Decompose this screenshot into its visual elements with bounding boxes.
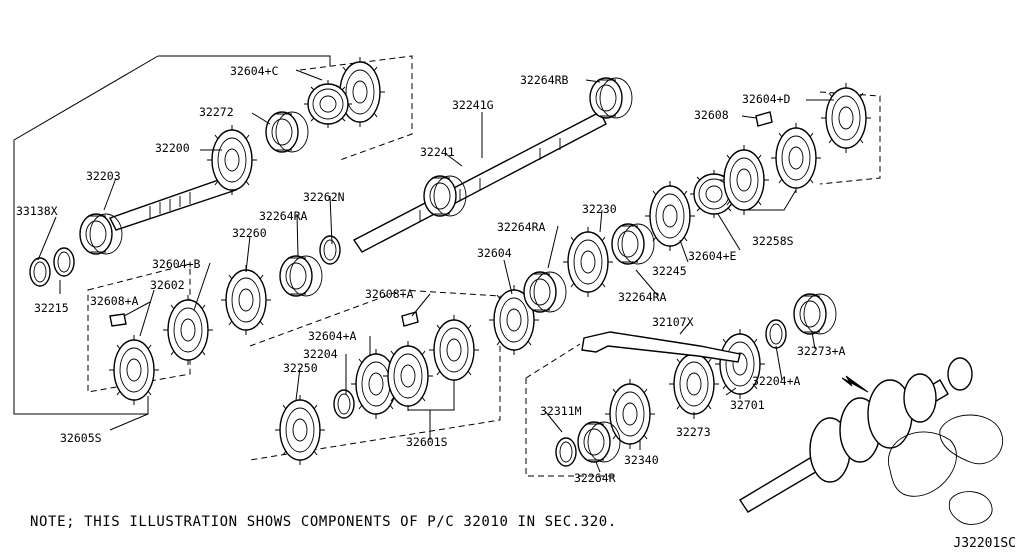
- ring-32204: [333, 389, 355, 419]
- main-shaft-32241: [352, 111, 607, 253]
- label-32604E: 32604+E: [688, 249, 737, 263]
- illustration-note: NOTE; THIS ILLUSTRATION SHOWS COMPONENTS…: [30, 514, 617, 530]
- label-32230: 32230: [582, 202, 617, 216]
- shift-fork-32107X: [581, 331, 741, 363]
- label-32264RB: 32264RB: [520, 73, 569, 87]
- label-32250: 32250: [283, 361, 318, 375]
- label-32204: 32204: [303, 347, 338, 361]
- input-shaft-32200: [109, 175, 237, 231]
- label-32604D: 32604+D: [742, 92, 791, 106]
- label-33138X: 33138X: [16, 204, 58, 218]
- label-32602: 32602: [150, 278, 185, 292]
- label-32215: 32215: [34, 301, 69, 315]
- group-outline-32601S: [249, 289, 501, 461]
- gear-32701: [714, 328, 766, 400]
- label-32604A: 32604+A: [308, 329, 357, 343]
- bearing-32273A: [793, 293, 837, 335]
- label-32601S: 32601S: [406, 435, 448, 449]
- label-32272: 32272: [199, 105, 234, 119]
- label-32203: 32203: [86, 169, 121, 183]
- gear-32245: [644, 180, 696, 252]
- direction-arrow: [841, 375, 869, 393]
- gear-32340: [604, 378, 656, 450]
- gear-32260: [220, 264, 272, 336]
- gear-32604B: [162, 294, 214, 366]
- label-32264R: 32264R: [574, 471, 616, 485]
- label-32204A: 32204+A: [752, 374, 801, 388]
- label-32604B: 32604+B: [152, 257, 201, 271]
- label-32262N: 32262N: [303, 190, 345, 204]
- assembly-bracket-32605S: [13, 55, 331, 415]
- group-outline-32604C: [299, 55, 413, 161]
- label-32245: 32245: [652, 264, 687, 278]
- label-32200: 32200: [155, 141, 190, 155]
- label-32608BA: 32608+A: [90, 294, 139, 308]
- collar-32262N: [319, 235, 341, 265]
- label-32273A: 32273+A: [797, 344, 846, 358]
- ring-32311M: [555, 437, 577, 467]
- bearing-32264RA-b: [523, 271, 567, 313]
- ring-32204A: [765, 319, 787, 349]
- group-outline-32604B: [87, 263, 191, 393]
- label-32608: 32608: [694, 108, 729, 122]
- label-32241: 32241: [420, 145, 455, 159]
- bearing-32273: [668, 348, 720, 420]
- ring-33138X: [29, 257, 51, 287]
- gear-32230: [562, 226, 614, 298]
- label-32241G: 32241G: [452, 98, 494, 112]
- part-labels: 32604+C 32264RB 32272 32241G 32200 32604…: [16, 64, 846, 485]
- gear-32258S-b: [770, 122, 822, 194]
- ring-32215: [53, 247, 75, 277]
- label-32264RA-a: 32264RA: [259, 209, 308, 223]
- key-32608: [755, 111, 773, 127]
- bearing-32272: [265, 111, 309, 153]
- gasket-outline: [888, 431, 957, 497]
- label-32604: 32604: [477, 246, 512, 260]
- bearing-32264RA-c: [611, 223, 655, 265]
- bearing-32264RB: [589, 77, 633, 119]
- counter-shaft-assembly: [739, 357, 973, 513]
- key-32608A: [401, 311, 419, 327]
- gear-32604D: [820, 82, 872, 154]
- label-32608A: 32608+A: [365, 287, 414, 301]
- label-32605S: 32605S: [60, 431, 102, 445]
- gear-32601S-b: [428, 314, 480, 386]
- label-32340: 32340: [624, 453, 659, 467]
- label-32260: 32260: [232, 226, 267, 240]
- label-32258S: 32258S: [752, 234, 794, 248]
- key-32608BA: [109, 313, 127, 327]
- label-32107X: 32107X: [652, 315, 694, 329]
- diagram-code: J32201SC: [953, 536, 1016, 551]
- bearing-32264RA-a: [279, 255, 323, 297]
- label-32701: 32701: [730, 398, 765, 412]
- label-32264RA-c: 32264RA: [618, 290, 667, 304]
- leader-lines: [37, 69, 834, 473]
- label-32311M: 32311M: [540, 404, 582, 418]
- gear-32602: [108, 334, 160, 406]
- label-32264RA-b: 32264RA: [497, 220, 546, 234]
- group-outline-32107X: [525, 343, 618, 477]
- gear-32604C: [303, 79, 353, 129]
- gasket-outline-3: [948, 491, 993, 525]
- label-32273: 32273: [676, 425, 711, 439]
- gasket-outline-2: [939, 414, 1004, 465]
- label-32604C: 32604+C: [230, 64, 279, 78]
